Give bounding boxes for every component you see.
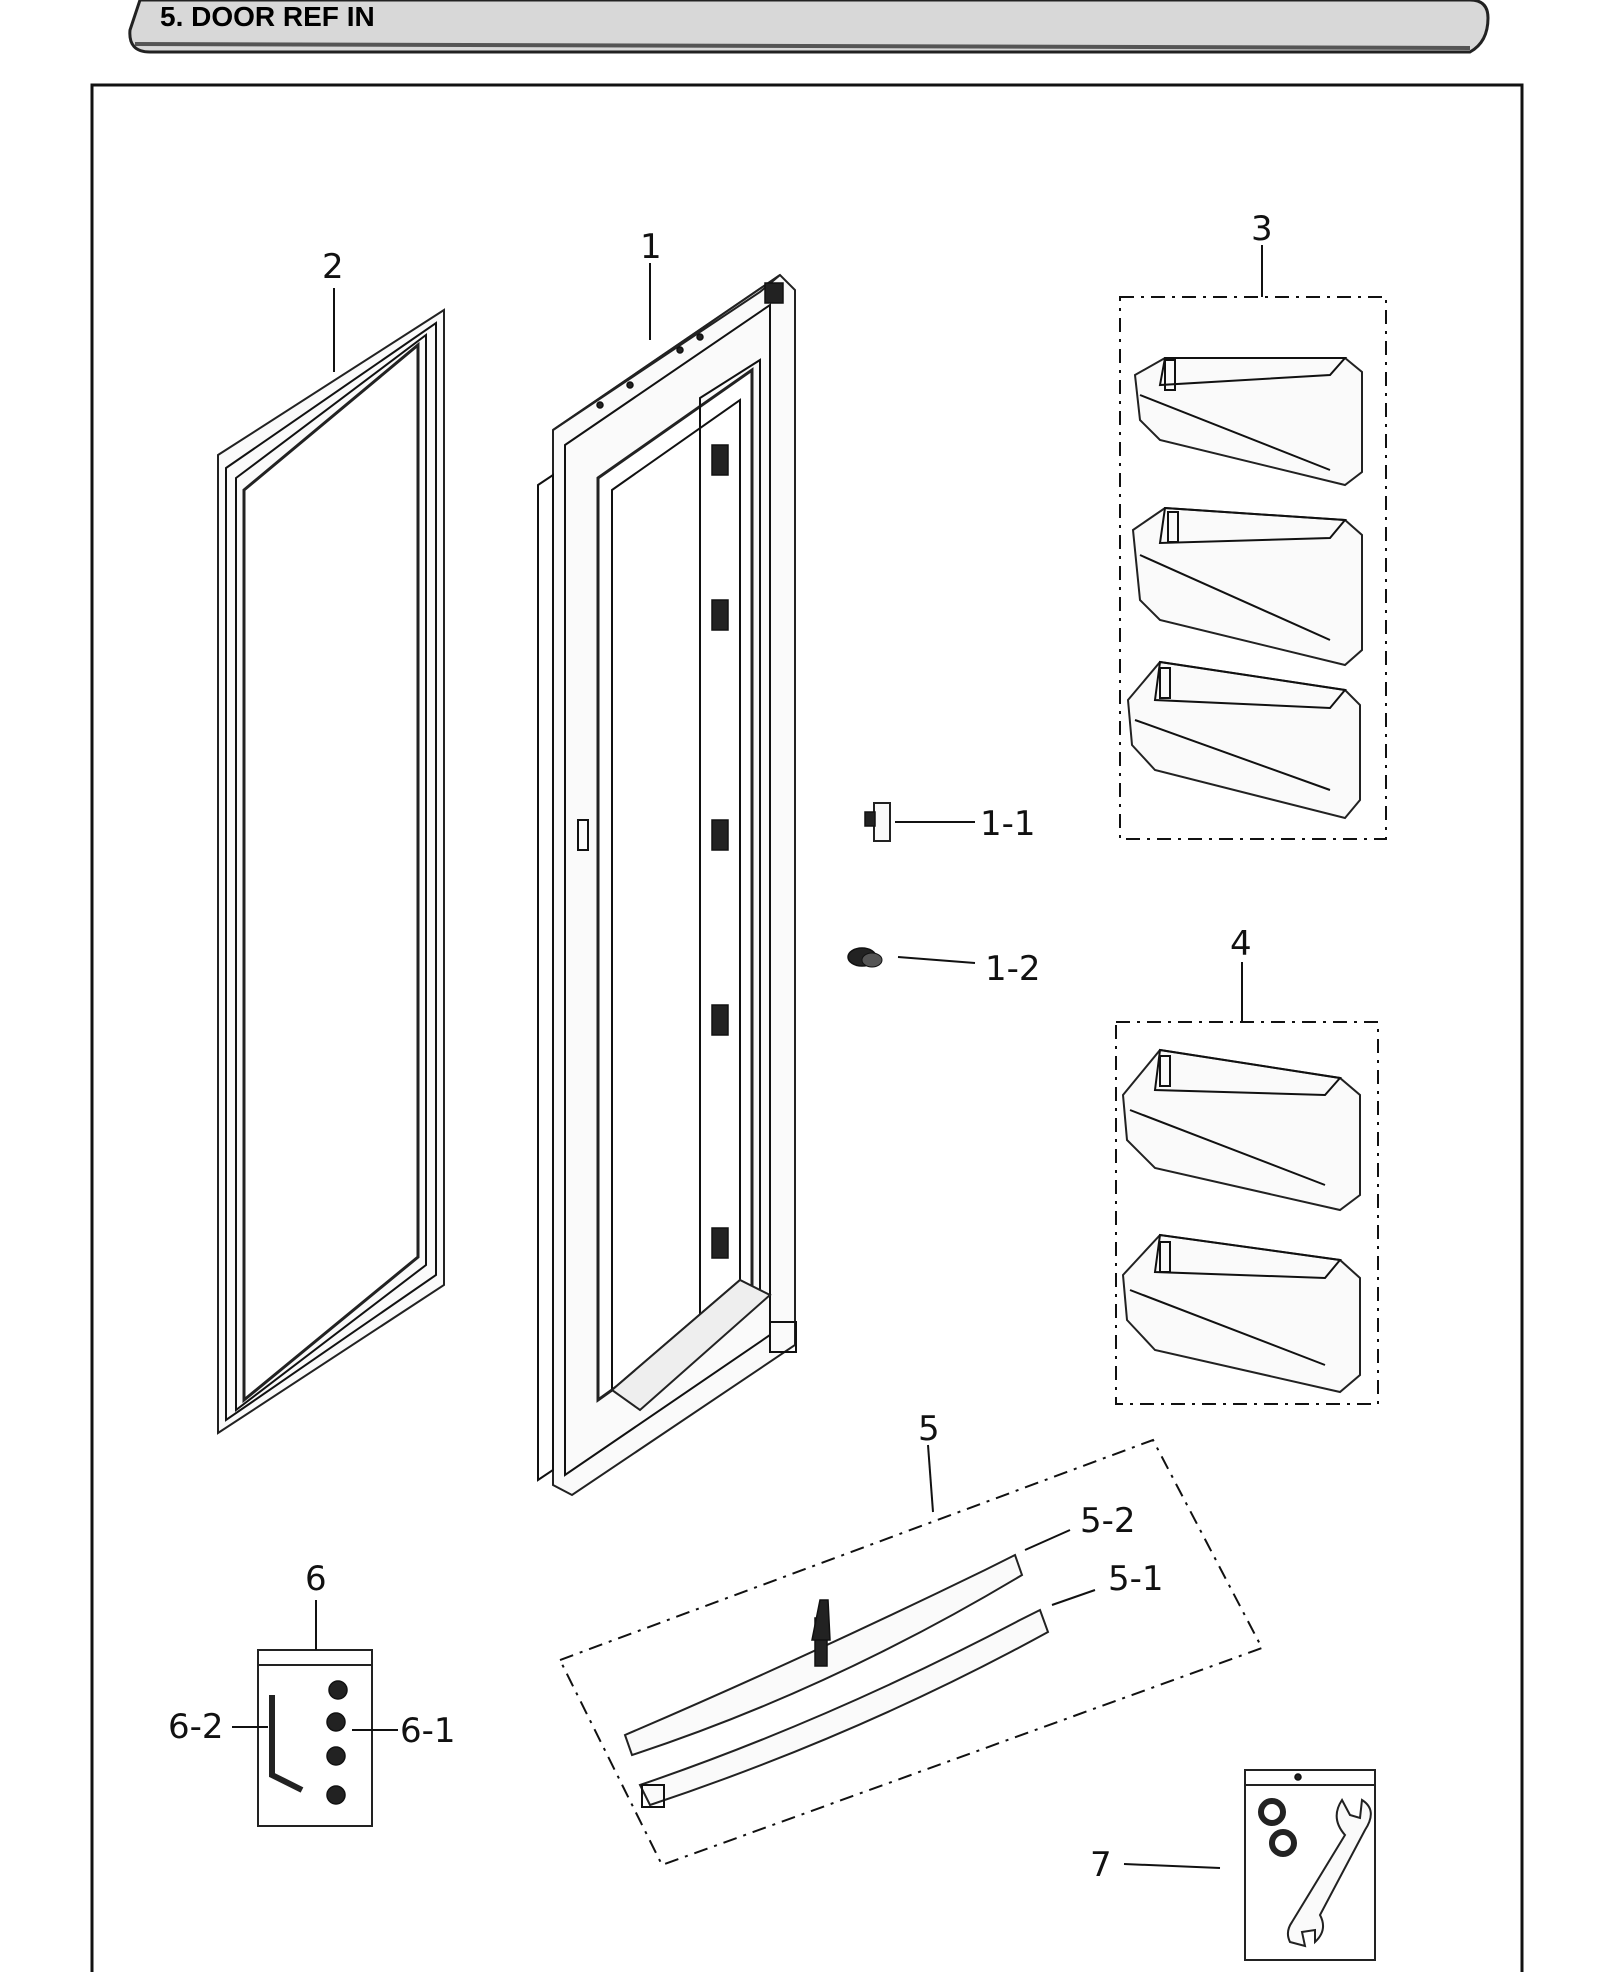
screw-set (326, 1680, 348, 1805)
door-bin-3b (1131, 506, 1363, 667)
handle-group-5-box (558, 1438, 1264, 1867)
label-1-2: 1-2 (985, 949, 1041, 989)
label-6-2: 6-2 (168, 1707, 224, 1747)
label-6-1: 6-1 (400, 1711, 456, 1751)
label-6: 6 (305, 1559, 327, 1599)
door-liner (537, 273, 797, 1497)
leader-line-7 (1123, 1863, 1221, 1869)
c-rings (1258, 1798, 1297, 1857)
door-bin-4b (1121, 1233, 1361, 1394)
allen-key (269, 1695, 304, 1793)
label-1: 1 (640, 227, 662, 267)
label-3: 3 (1251, 209, 1273, 249)
leader-line-5-2 (1024, 1529, 1071, 1551)
label-7: 7 (1090, 1845, 1112, 1885)
door-handle-upper (623, 1553, 1024, 1757)
leader-line-5-1 (1051, 1589, 1096, 1606)
door-bin-4a (1121, 1048, 1361, 1212)
hardware-bag-6 (257, 1649, 373, 1827)
door-bin-3c (1126, 660, 1361, 820)
door-bin-3a (1133, 357, 1363, 487)
bin-group-4-box (1115, 1021, 1379, 1405)
label-5-2: 5-2 (1080, 1501, 1136, 1541)
label-5-1: 5-1 (1108, 1559, 1164, 1599)
label-2: 2 (322, 247, 344, 287)
section-header: 5. DOOR REF IN (128, 0, 1490, 54)
label-4: 4 (1230, 924, 1252, 964)
door-handle-lower (638, 1608, 1050, 1808)
section-title: 5. DOOR REF IN (160, 1, 375, 32)
door-gasket (217, 308, 445, 1435)
diagram-frame (90, 83, 1524, 1972)
label-1-1: 1-1 (980, 804, 1036, 844)
label-5: 5 (918, 1409, 940, 1449)
leader-line-5 (927, 1444, 934, 1513)
bin-group-3-box (1119, 296, 1387, 840)
door-cap (847, 947, 883, 968)
hinge-clip (864, 802, 891, 842)
leader-line-1-2 (897, 956, 976, 964)
wrench (1286, 1798, 1372, 1948)
